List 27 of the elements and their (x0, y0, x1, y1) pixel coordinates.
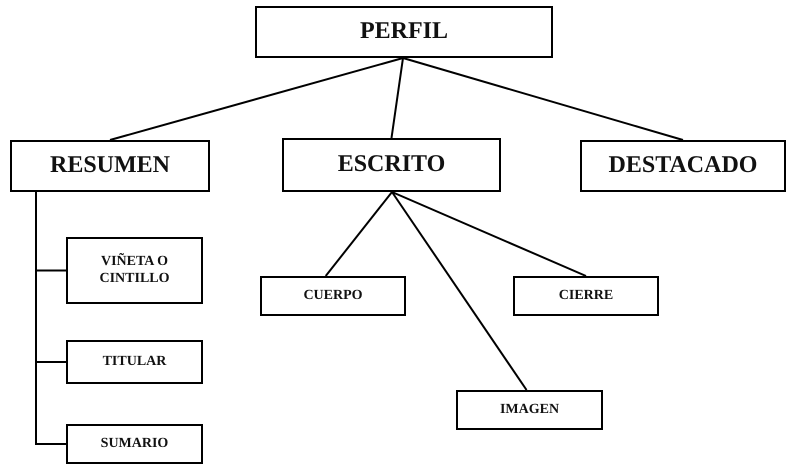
label-box (66, 237, 203, 304)
connector-line (391, 191, 528, 391)
connector-line (110, 57, 404, 141)
node-label: SUMARIO (100, 436, 168, 452)
node-label: DESTACADO (608, 152, 758, 180)
node-label: VIÑETA O CINTILLO (98, 254, 171, 287)
connector-line (35, 192, 66, 445)
label-box (66, 340, 203, 384)
label-box (456, 390, 603, 430)
node-label: IMAGEN (500, 402, 560, 418)
node-label: CIERRE (558, 288, 614, 304)
connector-line (402, 57, 684, 141)
label-box (255, 6, 553, 58)
label-box (260, 276, 406, 316)
node-label: CUERPO (303, 288, 363, 304)
node-label: PERFIL (360, 18, 448, 46)
label-box (282, 138, 501, 192)
label-box (513, 276, 659, 316)
label-box (580, 140, 786, 192)
connector-line (390, 58, 404, 138)
node-label: TITULAR (102, 354, 166, 370)
connector-line (324, 191, 393, 277)
node-label: RESUMEN (50, 152, 170, 180)
label-box (66, 424, 203, 464)
label-box (10, 140, 210, 192)
connector-line (392, 191, 586, 277)
node-label: ESCRITO (338, 151, 446, 179)
